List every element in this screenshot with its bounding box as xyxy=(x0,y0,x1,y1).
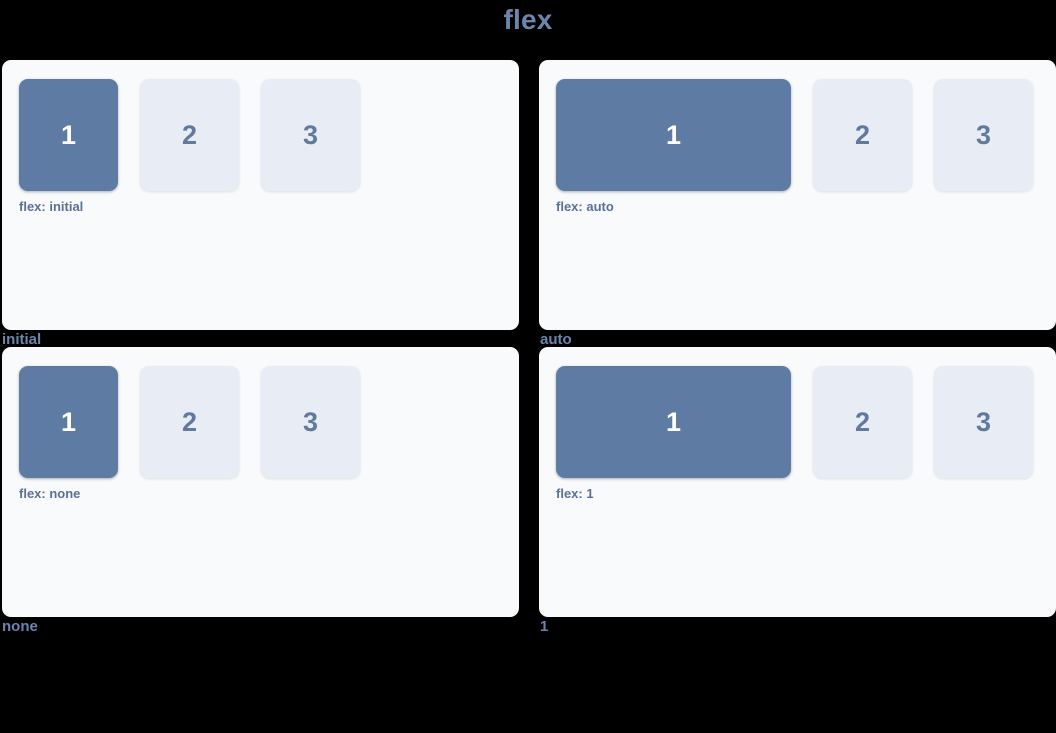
panel-caption-one: 1 xyxy=(540,618,549,635)
flex-value-note: flex: initial xyxy=(19,199,84,214)
flex-item-2[interactable]: 2 xyxy=(140,79,239,191)
flex-item-1[interactable]: 1 xyxy=(19,366,118,478)
panel-caption-none: none xyxy=(2,618,38,635)
page-title: flex xyxy=(503,4,553,35)
flex-demo-panel-one: 1 2 3 flex: 1 xyxy=(539,347,1056,617)
flex-item-1[interactable]: 1 xyxy=(19,79,118,191)
flex-item-1[interactable]: 1 xyxy=(556,366,791,478)
flex-container-one: 1 2 3 xyxy=(556,366,1039,478)
flex-value-note: flex: 1 xyxy=(556,486,594,501)
flex-item-3[interactable]: 3 xyxy=(261,366,360,478)
flex-demo-grid: 1 2 3 flex: initial initial 1 2 3 flex: … xyxy=(2,60,1056,635)
demo-cell-one: 1 2 3 flex: 1 1 xyxy=(539,347,1056,635)
flex-item-2[interactable]: 2 xyxy=(813,366,912,478)
flex-container-initial: 1 2 3 xyxy=(19,79,502,191)
flex-item-1[interactable]: 1 xyxy=(556,79,791,191)
flex-value-note: flex: auto xyxy=(556,199,614,214)
demo-cell-auto: 1 2 3 flex: auto auto xyxy=(539,60,1056,348)
demo-cell-none: 1 2 3 flex: none none xyxy=(2,347,519,635)
flex-container-none: 1 2 3 xyxy=(19,366,502,478)
flex-demo-panel-auto: 1 2 3 flex: auto xyxy=(539,60,1056,330)
panel-caption-auto: auto xyxy=(540,331,572,348)
flex-container-auto: 1 2 3 xyxy=(556,79,1039,191)
flex-demo-panel-none: 1 2 3 flex: none xyxy=(2,347,519,617)
flex-item-3[interactable]: 3 xyxy=(934,79,1033,191)
flex-item-3[interactable]: 3 xyxy=(261,79,360,191)
flex-value-note: flex: none xyxy=(19,486,81,501)
flex-demo-panel-initial: 1 2 3 flex: initial xyxy=(2,60,519,330)
demo-cell-initial: 1 2 3 flex: initial initial xyxy=(2,60,519,348)
panel-caption-initial: initial xyxy=(2,331,42,348)
flex-item-2[interactable]: 2 xyxy=(813,79,912,191)
flex-item-3[interactable]: 3 xyxy=(934,366,1033,478)
flex-item-2[interactable]: 2 xyxy=(140,366,239,478)
